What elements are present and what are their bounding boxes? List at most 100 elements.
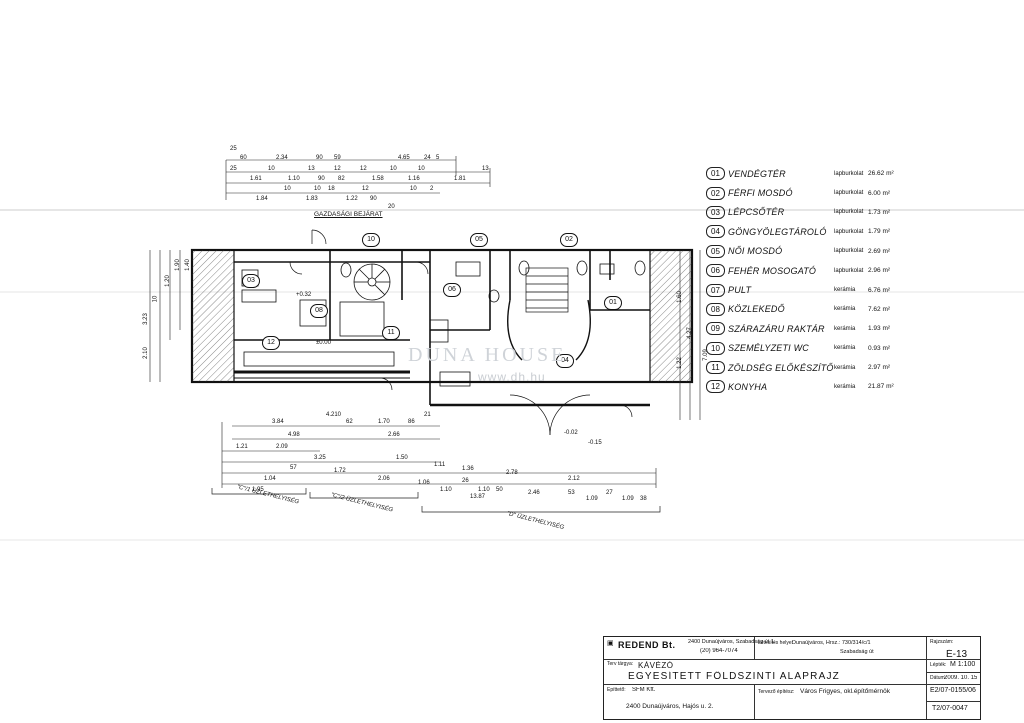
legend-area: 1.93 m²	[868, 325, 891, 333]
legend-room-name: VENDÉGTÉR	[728, 168, 786, 179]
legend-number: 09	[706, 322, 725, 336]
dim-text: 27	[606, 490, 613, 496]
dim-text: 4.98	[288, 432, 300, 438]
room-tag-06: 06	[443, 283, 461, 297]
legend-area: 26.62 m²	[868, 170, 894, 178]
dim-text: 13	[482, 166, 489, 172]
dim-text: 2.78	[506, 470, 518, 476]
legend-number: 12	[706, 380, 725, 394]
legend-area: 2.97 m²	[868, 364, 891, 372]
legend-area: 6.00 m²	[868, 189, 891, 197]
dim-text: 25	[230, 166, 237, 172]
legend-area: 7.62 m²	[868, 305, 891, 313]
dim-text: 1.11	[434, 462, 446, 468]
dim-text: 50	[496, 487, 503, 493]
room-tag-10: 10	[362, 233, 380, 247]
dim-text: 12	[362, 186, 369, 192]
legend-finish: lapburkolat	[834, 170, 864, 177]
room-tag-08: 08	[310, 304, 328, 318]
dim-text: 1.16	[408, 176, 420, 182]
dim-text: 10	[418, 166, 425, 172]
dim-text: 21	[424, 412, 431, 418]
scale-value: M 1:100	[950, 661, 976, 668]
outer-walls	[190, 248, 694, 407]
firm-address: 2400 Dunaújváros, Szabadság út 1.	[688, 639, 776, 645]
legend-area: 0.93 m²	[868, 344, 891, 352]
dimension-lines-right	[679, 250, 701, 420]
dim-text: 4.210	[326, 412, 342, 418]
level-mark: -0.02	[564, 430, 578, 436]
dim-text: 1.22	[346, 196, 358, 202]
subject-value: KÁVÉZÓ	[638, 661, 674, 670]
dim-text: 1.20	[164, 275, 171, 287]
legend-finish: kerámia	[834, 306, 856, 313]
dim-text: 20	[388, 204, 395, 210]
dim-text: 10	[410, 186, 417, 192]
dim-text: 2.10	[142, 347, 149, 359]
drawing-title: EGYESÍTETT FÖLDSZINTI ALAPRAJZ	[628, 671, 840, 682]
level-mark: ±0.00	[316, 340, 331, 346]
dimension-lines-top	[225, 156, 491, 200]
legend-finish: lapburkolat	[834, 209, 864, 216]
dim-text: 1.09	[622, 496, 634, 502]
legend-room-name: SZÁRAZÁRU RAKTÁR	[728, 323, 825, 334]
dim-text: 18	[328, 186, 335, 192]
legend-room-name: SZEMÉLYZETI WC	[728, 343, 809, 354]
dim-text: 1.09	[586, 496, 598, 502]
dim-text: 10	[284, 186, 291, 192]
dim-text: 1.21	[236, 444, 248, 450]
dim-text: 1.04	[264, 476, 276, 482]
designer-value: Város Frigyes, okl.építőmérnök	[800, 688, 890, 695]
dim-text: 1.40	[184, 259, 191, 271]
dim-text: 53	[568, 490, 575, 496]
watermark-brand: DUNA HOUSE	[408, 344, 567, 366]
subject-label: Terv tárgya:	[607, 661, 634, 667]
firm-name: REDEND Bt.	[618, 640, 676, 650]
dim-text: 10	[390, 166, 397, 172]
dim-text: 90	[370, 196, 377, 202]
dim-text: 57	[290, 465, 297, 471]
dim-text: 26	[462, 478, 469, 484]
dim-text: 90	[318, 176, 325, 182]
interior-walls	[234, 250, 650, 405]
dim-text: 1.10	[288, 176, 300, 182]
sheet-label: Rajzszám:	[930, 639, 954, 645]
legend-finish: lapburkolat	[834, 228, 864, 235]
legend-area: 2.96 m²	[868, 267, 891, 275]
bar-counter	[507, 299, 523, 361]
room-tag-11: 11	[382, 326, 400, 340]
permit-code-1: É2/07-0155/06	[930, 687, 976, 694]
dim-text: 10	[152, 295, 159, 303]
dim-text: 1.72	[334, 468, 346, 474]
legend-room-name: KONYHA	[728, 381, 768, 392]
room-tag-03: 02	[560, 233, 578, 247]
legend-room-name: GÖNGYÖLEGTÁROLÓ	[728, 226, 827, 237]
date-label: Dátum:	[930, 675, 947, 681]
dim-text: 86	[408, 419, 415, 425]
legend-finish: kerámia	[834, 287, 856, 294]
legend-finish: kerámia	[834, 383, 856, 390]
legend-finish: lapburkolat	[834, 190, 864, 197]
dim-text: 3.25	[314, 455, 326, 461]
level-mark: -0.15	[588, 440, 602, 446]
dim-text: 1.60	[676, 291, 683, 303]
legend-room-name: FÉRFI MOSDÓ	[728, 188, 793, 199]
dim-text: 3.84	[272, 419, 284, 425]
legend-finish: kerámia	[834, 345, 856, 352]
dim-text: 1.70	[378, 419, 390, 425]
dim-text: 1.06	[418, 480, 430, 486]
dim-text: 5	[436, 155, 440, 161]
scale-label: Lépték:	[930, 662, 947, 668]
dim-text: 13.87	[470, 494, 486, 500]
dim-text: 2.66	[388, 432, 400, 438]
